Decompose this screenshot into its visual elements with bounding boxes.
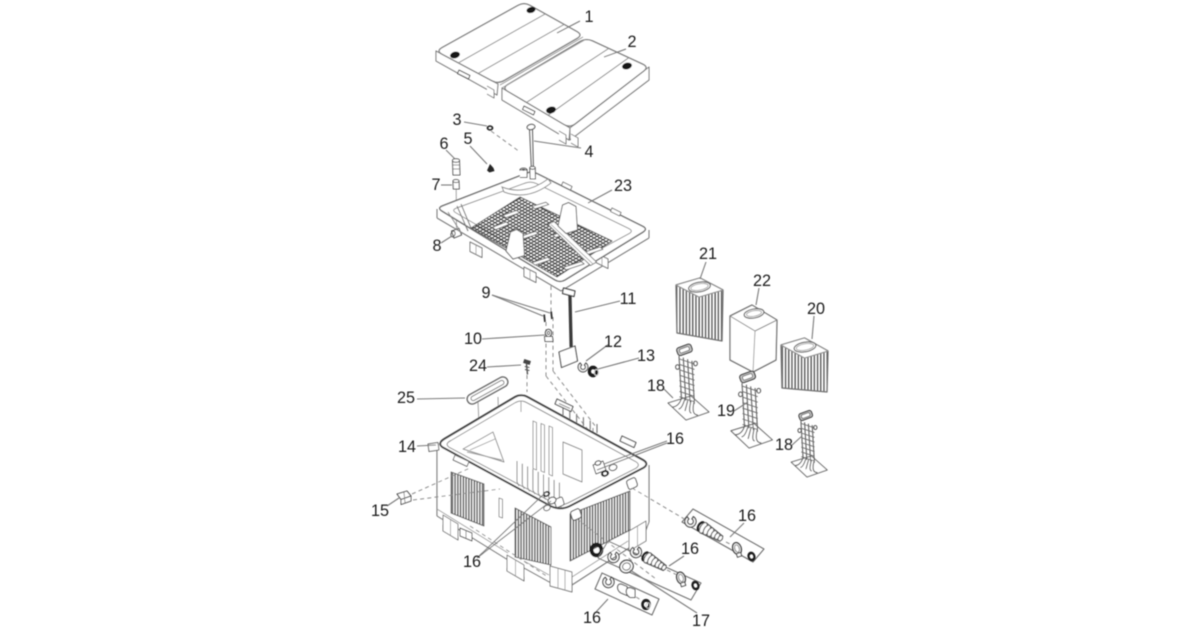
svg-text:7: 7 — [431, 176, 440, 194]
svg-text:19: 19 — [717, 402, 735, 420]
svg-text:22: 22 — [753, 272, 771, 290]
svg-text:9: 9 — [481, 284, 490, 302]
svg-text:17: 17 — [692, 612, 710, 630]
svg-text:20: 20 — [807, 300, 825, 318]
svg-text:14: 14 — [398, 438, 416, 456]
svg-text:12: 12 — [604, 333, 622, 351]
svg-text:8: 8 — [432, 237, 441, 255]
svg-text:18: 18 — [775, 436, 793, 454]
svg-text:16: 16 — [666, 430, 684, 448]
svg-text:1: 1 — [584, 8, 593, 26]
svg-text:16: 16 — [463, 553, 481, 571]
svg-text:6: 6 — [439, 135, 448, 153]
svg-text:13: 13 — [637, 347, 655, 365]
svg-text:25: 25 — [397, 389, 415, 407]
svg-text:24: 24 — [469, 357, 487, 375]
svg-text:10: 10 — [464, 330, 482, 348]
svg-text:4: 4 — [584, 143, 593, 161]
svg-text:16: 16 — [583, 609, 601, 627]
svg-text:2: 2 — [627, 33, 636, 51]
svg-text:16: 16 — [681, 540, 699, 558]
svg-text:15: 15 — [371, 502, 389, 520]
svg-text:16: 16 — [738, 507, 756, 525]
svg-text:3: 3 — [452, 111, 461, 129]
svg-text:18: 18 — [647, 377, 665, 395]
svg-text:5: 5 — [463, 130, 472, 148]
svg-text:23: 23 — [614, 177, 632, 195]
svg-text:21: 21 — [699, 245, 717, 263]
svg-text:11: 11 — [620, 290, 637, 308]
